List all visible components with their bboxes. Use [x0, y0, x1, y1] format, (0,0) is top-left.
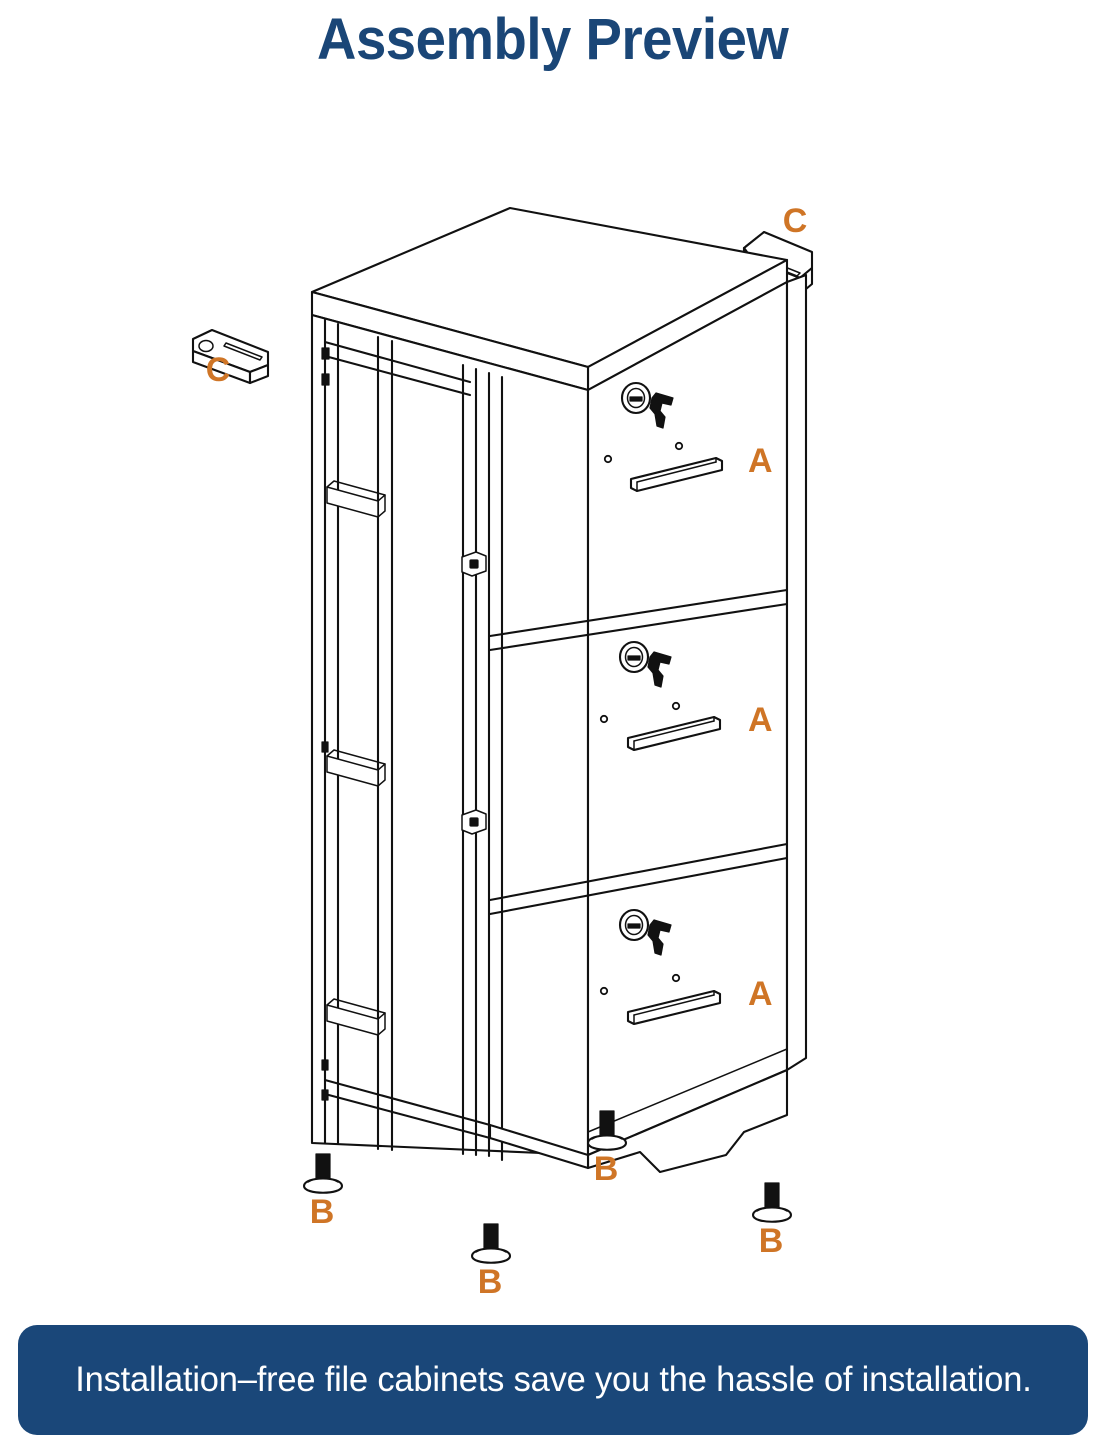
handle-screw-dot-3a [599, 986, 609, 996]
part-b-foot-1 [586, 1110, 628, 1151]
handle-screw-dot-3b [671, 973, 681, 983]
drawer-front-2[interactable] [599, 640, 722, 752]
callout-b-foot-4: B [478, 1263, 503, 1301]
callout-b-foot-3: B [759, 1222, 784, 1260]
drawer-key-1 [649, 392, 674, 429]
side-panel-fittings [321, 347, 330, 1101]
callout-b-foot-2: B [310, 1193, 335, 1231]
handle-screw-dot-2b [671, 701, 681, 711]
part-b-foot-4 [470, 1223, 512, 1264]
drawer-lock-3[interactable] [618, 908, 650, 942]
cabinet-plinth-base [488, 1048, 789, 1174]
drawer-handle-3[interactable] [626, 989, 722, 1026]
part-b-foot-2 [302, 1153, 344, 1194]
callout-b-foot-1: B [594, 1150, 619, 1188]
front-stile-latches [461, 551, 487, 835]
callout-a-drawer-2: A [748, 701, 773, 739]
drawer-handle-2[interactable] [626, 715, 722, 752]
assembly-diagram: C C [0, 80, 1106, 1310]
drawer-lock-1[interactable] [620, 381, 652, 415]
drawer-key-3 [647, 919, 672, 956]
drawer-front-3[interactable] [599, 908, 722, 1026]
drawer-key-2 [647, 651, 672, 688]
drawer-lock-2[interactable] [618, 640, 650, 674]
handle-screw-dot-1a [603, 454, 613, 464]
cabinet-side-frame [323, 318, 492, 1158]
drawer-front-1[interactable] [603, 381, 724, 493]
callout-a-drawer-3: A [748, 975, 773, 1013]
drawer-handle-1[interactable] [629, 456, 724, 493]
handle-screw-dot-2a [599, 714, 609, 724]
callout-a-drawer-1: A [748, 442, 773, 480]
part-b-foot-3 [751, 1182, 793, 1223]
info-banner: Installation–free file cabinets save you… [18, 1325, 1088, 1435]
callout-c-left: C [206, 351, 231, 389]
handle-screw-dot-1b [674, 441, 684, 451]
title-bar: Assembly Preview [0, 0, 1106, 80]
info-banner-text: Installation–free file cabinets save you… [74, 1360, 1032, 1399]
cabinet-right-edge [785, 273, 808, 1072]
part-c-bracket-left [191, 328, 270, 385]
assembly-diagram-svg: C C [191, 202, 814, 1301]
callout-c-top-right: C [783, 202, 808, 240]
drawer-gaps [488, 588, 789, 916]
cabinet-top-panel [310, 206, 789, 392]
page-title: Assembly Preview [317, 7, 789, 72]
